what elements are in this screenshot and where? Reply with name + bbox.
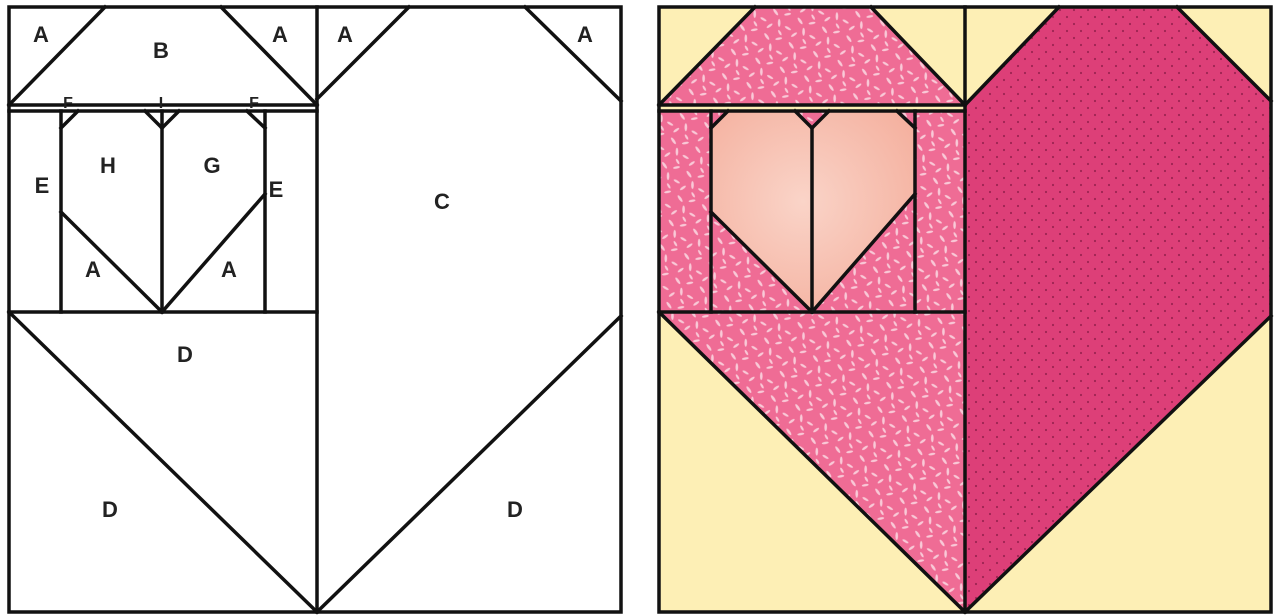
label-a-inner-left: A [85, 257, 101, 282]
label-g: G [203, 153, 220, 178]
label-d-top: D [177, 342, 193, 367]
label-c: C [434, 189, 450, 214]
label-a-top-right-left: A [337, 22, 353, 47]
label-e-right: E [269, 177, 284, 202]
pattern-diagram: A B A A A F I F H G E E A A C D D D [9, 7, 621, 612]
label-b: B [153, 38, 169, 63]
label-a-inner-right: A [221, 257, 237, 282]
diagram-background [9, 7, 621, 612]
label-i: I [159, 95, 163, 112]
label-a-top-right: A [577, 22, 593, 47]
label-f-right: F [249, 95, 259, 112]
label-f-left: F [63, 95, 73, 112]
label-a-top-mid: A [272, 22, 288, 47]
label-a-top-left: A [33, 22, 49, 47]
colored-quilt-block [659, 7, 1271, 612]
label-d-right: D [507, 497, 523, 522]
label-h: H [100, 153, 116, 178]
label-d-left: D [102, 497, 118, 522]
label-e-left: E [35, 173, 50, 198]
